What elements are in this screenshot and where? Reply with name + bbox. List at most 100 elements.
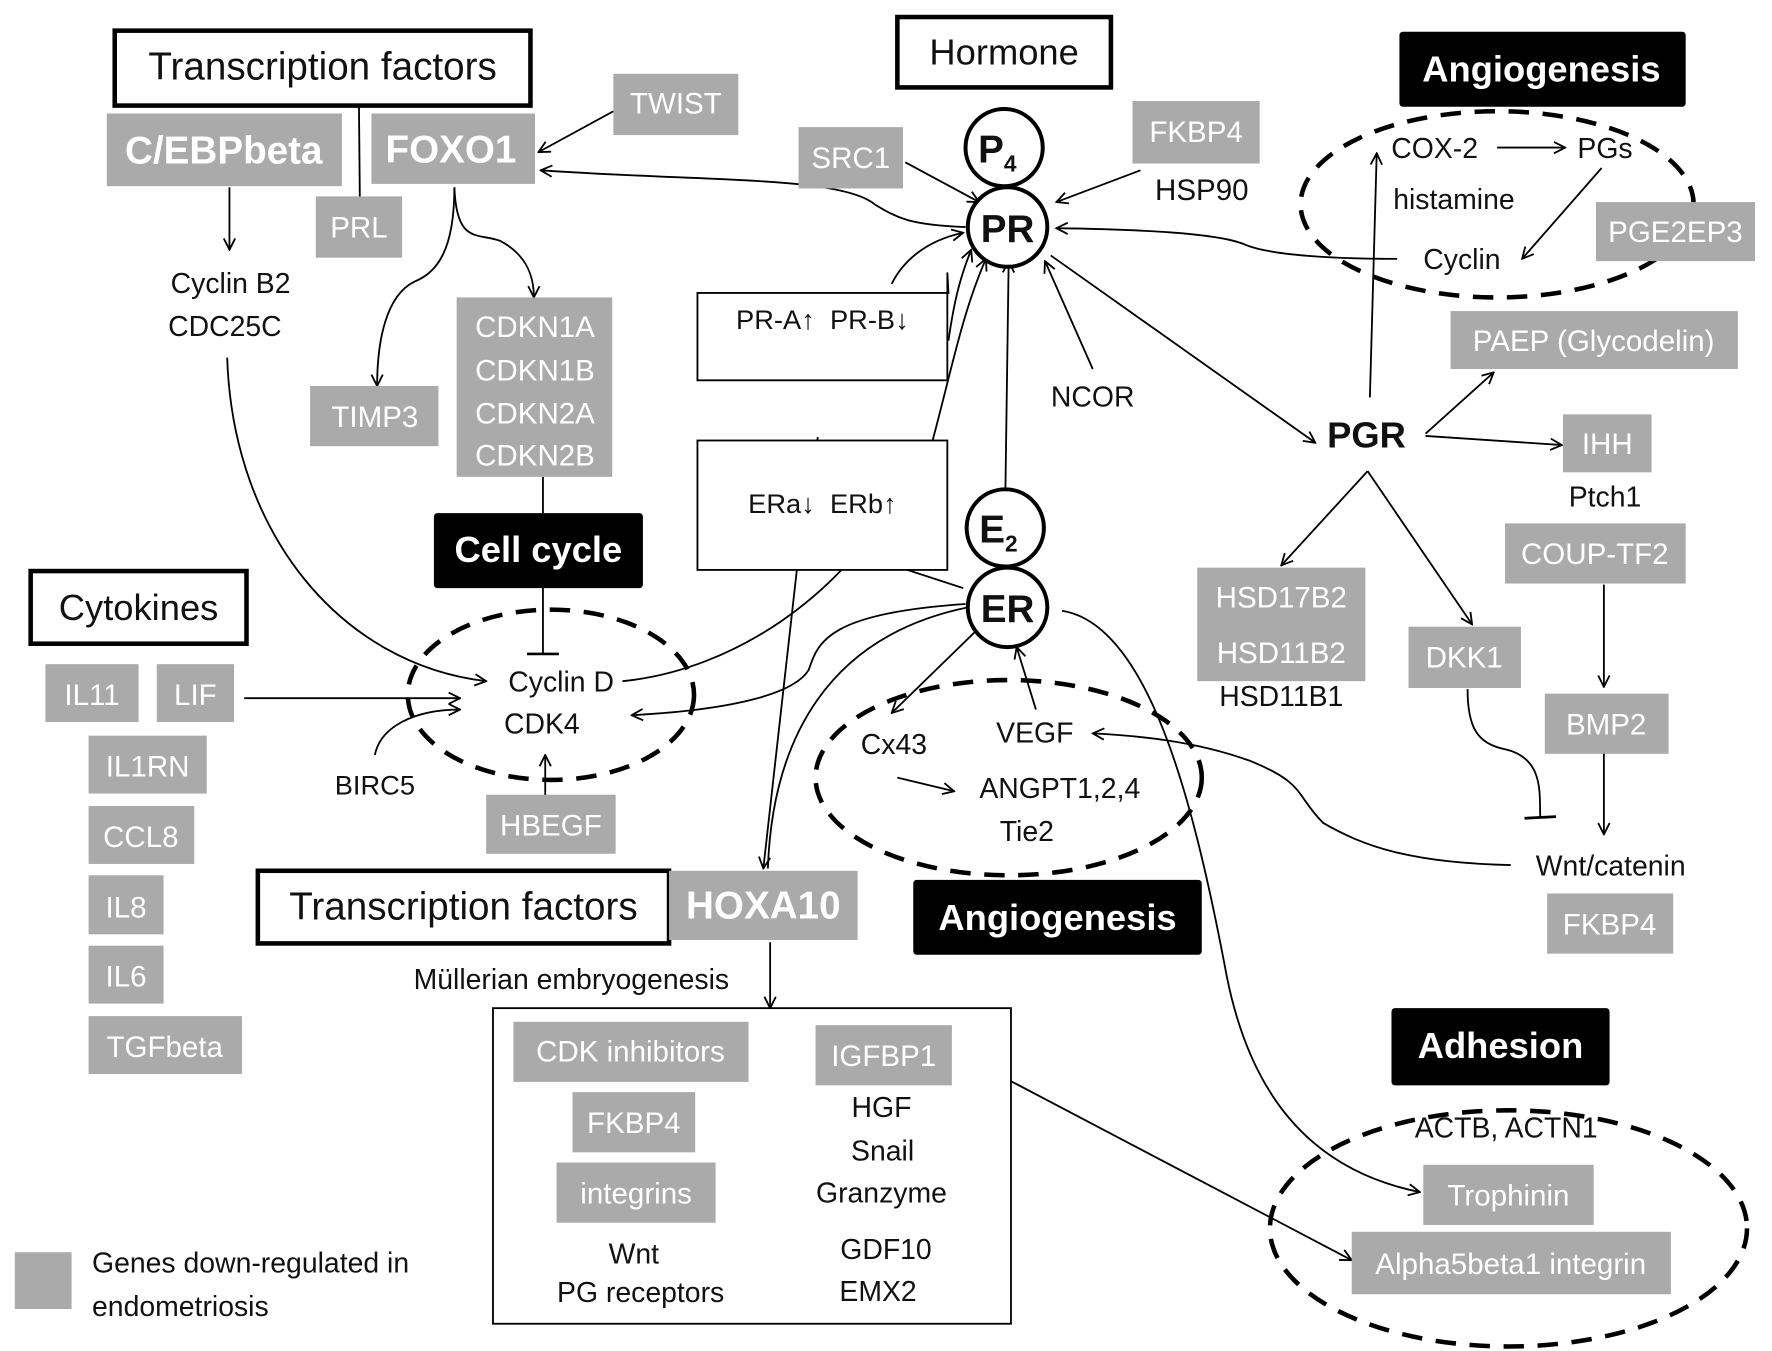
gene-text-snail: Snail [851, 1135, 914, 1167]
gene-label: DKK1 [1426, 642, 1503, 675]
gene-text-vegf: VEGF [996, 717, 1073, 749]
gene-foxo1: FOXO1 [371, 113, 536, 184]
gene-src1: SRC1 [798, 127, 904, 189]
gene-label: Trophinin [1447, 1180, 1569, 1213]
edge-er-to-pr [1005, 261, 1008, 500]
category-label: Cytokines [59, 587, 219, 628]
edge-prb-to-pr [890, 233, 964, 285]
pr-isoforms-label: PR-A↑ PR-B↓ [736, 304, 909, 335]
gene-text-cox2: COX-2 [1391, 133, 1478, 165]
p4-node: P4 [963, 107, 1045, 189]
gene-label: HSD17B2 [1216, 581, 1347, 614]
gene-label: FKBP4 [1563, 908, 1657, 941]
gene-integrins: integrins [556, 1162, 716, 1223]
svg-text:E2: E2 [979, 509, 1017, 557]
gene-ihh: IHH [1562, 414, 1652, 473]
gene-label: LIF [174, 679, 217, 712]
gene-label: CDKN2A [475, 397, 595, 430]
legend-swatch [14, 1252, 72, 1309]
edge-hsp90-to-pr [1056, 169, 1141, 202]
gene-coup-tf2: COUP-TF2 [1505, 523, 1686, 584]
gene-text-granzyme: Granzyme [816, 1177, 947, 1209]
gene-label: FKBP4 [587, 1107, 681, 1140]
cell-cycle-group [405, 607, 697, 783]
gene-text-ptch1: Ptch1 [1569, 481, 1642, 513]
gene-text-angpt: ANGPT1,2,4 [979, 773, 1140, 805]
gene-il11: IL11 [45, 664, 139, 723]
edge-er-to-cdk4 [632, 603, 966, 715]
category-label: Angiogenesis [1422, 49, 1660, 90]
e2-node: E2 [964, 487, 1046, 569]
gene-label: integrins [580, 1177, 692, 1210]
category-angiogenesis-top: Angiogenesis [1399, 31, 1686, 107]
er-isoforms-label: ERa↓ ERb↑ [748, 488, 896, 519]
gene-text-actb-actn1: ACTB, ACTN1 [1415, 1113, 1598, 1145]
gene-label: TGFbeta [106, 1031, 223, 1064]
gene-bmp2: BMP2 [1544, 693, 1669, 754]
angiogenesis-mid-group [813, 677, 1205, 878]
gene-text-hsp90: HSP90 [1155, 174, 1249, 207]
gene-label: TWIST [630, 88, 722, 121]
gene-label: HOXA10 [686, 884, 841, 927]
gene-label: FKBP4 [1149, 116, 1243, 149]
svg-text:P4: P4 [978, 128, 1017, 176]
gene-lif: LIF [156, 664, 234, 723]
gene-alpha5beta1-integrin: Alpha5beta1 integrin [1351, 1231, 1671, 1295]
category-label: Transcription factors [148, 45, 496, 88]
gene-text-ncor: NCOR [1051, 381, 1135, 413]
gene-label: CDKN1A [475, 311, 595, 344]
gene-cdk-inhibitors: CDK inhibitors [513, 1021, 749, 1082]
gene-text-cdc25c: CDC25C [168, 311, 282, 343]
gene-label: PRL [330, 211, 387, 244]
gene-label: CDKN1B [475, 354, 595, 387]
gene-label: HBEGF [500, 810, 602, 843]
gene-label: IL11 [64, 679, 119, 712]
gene-cebpbeta: C/EBPbeta [106, 113, 342, 187]
edge-pgs-to-cyclin [1522, 167, 1603, 259]
gene-text-wnt-catenin: Wnt/catenin [1536, 850, 1686, 882]
gene-fkbp4-right: FKBP4 [1547, 893, 1674, 954]
gene-text-histamine: histamine [1393, 184, 1514, 216]
edge-pgr-to-dkk1 [1366, 470, 1473, 624]
gene-fkbp4-box: FKBP4 [572, 1092, 696, 1153]
p4-label: P [978, 128, 1004, 171]
gene-text-emx2: EMX2 [839, 1276, 916, 1308]
adhesion-group [1267, 1108, 1750, 1349]
gene-text-cyclin-b2: Cyclin B2 [171, 268, 291, 300]
gene-label: SRC1 [811, 142, 890, 175]
category-cytokines: Cytokines [28, 568, 249, 646]
edge-er-to-trophinin [1061, 609, 1420, 1192]
edge-foxo1-to-cdkn [453, 187, 534, 297]
er-node: ER [965, 565, 1050, 650]
er-label: ER [981, 588, 1035, 631]
gene-hbegf: HBEGF [486, 794, 616, 854]
gene-label: CCL8 [103, 821, 178, 854]
gene-text-cyclin-d: Cyclin D [508, 666, 614, 698]
category-transcription-factors-top: Transcription factors [112, 28, 533, 108]
gene-text-mullerian-embryogenesis: Müllerian embryogenesis [414, 964, 730, 996]
edge-er-to-hoxa10 [766, 606, 968, 869]
category-label: Hormone [929, 32, 1078, 73]
edge-birc5-to-cdk4 [373, 710, 460, 756]
edge-cyclin-to-pr [1056, 228, 1398, 260]
gene-text-cyclin: Cyclin [1423, 244, 1500, 276]
pr-node: PR [965, 185, 1050, 269]
edge-foxo1-to-timp3 [377, 187, 456, 386]
edge-dkk1-inhibits-wnt [1466, 689, 1557, 820]
gene-label: IL6 [106, 961, 147, 994]
edge-twist-to-foxo1 [538, 110, 614, 152]
gene-prl: PRL [315, 196, 403, 258]
category-hormone: Hormone [895, 14, 1114, 90]
e2-label: E [979, 509, 1005, 552]
category-angiogenesis-mid: Angiogenesis [913, 879, 1202, 955]
p4-subscript: 4 [1004, 150, 1017, 176]
gene-label: IL1RN [106, 751, 190, 784]
gene-ccl8: CCL8 [88, 806, 195, 864]
category-label: Cell cycle [455, 529, 623, 570]
gene-label: PGE2EP3 [1608, 216, 1743, 249]
gene-dkk1: DKK1 [1408, 626, 1521, 688]
gene-text-hgf: HGF [851, 1092, 911, 1124]
gene-label: COUP-TF2 [1521, 538, 1669, 571]
gene-label: IHH [1582, 428, 1633, 461]
